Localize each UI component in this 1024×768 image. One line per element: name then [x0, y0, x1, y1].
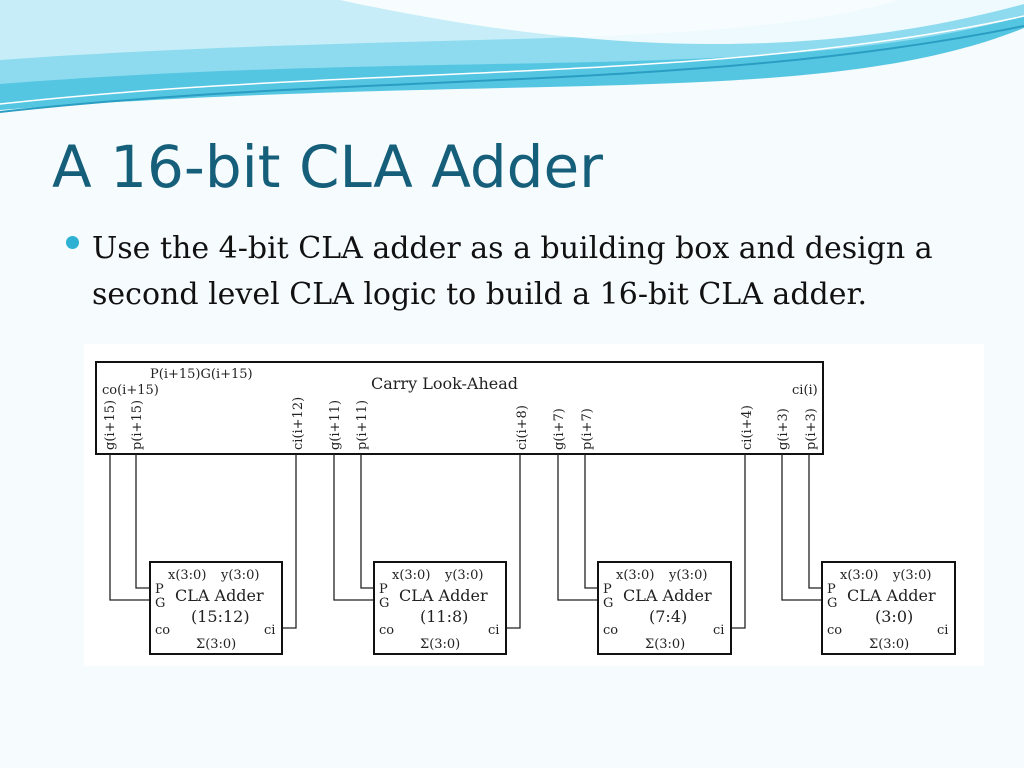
- group-pg-label: P(i+15)G(i+15): [150, 367, 253, 382]
- wire-p: [808, 454, 822, 589]
- wire-g: [557, 454, 598, 601]
- wire-p: [584, 454, 598, 589]
- adder-ci-label: ci: [488, 623, 499, 638]
- adder-bit-range: (11:8): [420, 607, 468, 626]
- adder-g-label: G: [827, 596, 837, 611]
- adder-y-input-label: y(3:0): [892, 568, 931, 583]
- signal-label-ci: ci(i+12): [291, 397, 306, 450]
- cla-adder-15-12: x(3:0) y(3:0) P G CLA Adder (15:12) co c…: [149, 561, 283, 655]
- signal-label-p: p(i+7): [580, 408, 595, 450]
- adder-p-label: P: [603, 582, 612, 597]
- adder-title: CLA Adder: [623, 586, 712, 605]
- carry-out-label: co(i+15): [102, 383, 159, 398]
- cla-block-diagram: Carry Look-Ahead P(i+15)G(i+15) co(i+15)…: [95, 361, 956, 655]
- adder-p-label: P: [155, 582, 164, 597]
- adder-ci-label: ci: [264, 623, 275, 638]
- wire-g: [333, 454, 374, 601]
- wire-ci: [731, 454, 746, 629]
- carry-lookahead-block: [95, 361, 824, 455]
- adder-x-input-label: x(3:0): [616, 568, 654, 583]
- decorative-wave-header: [0, 0, 1024, 113]
- adder-p-label: P: [379, 582, 388, 597]
- signal-label-g: g(i+11): [328, 400, 343, 450]
- adder-g-label: G: [603, 596, 613, 611]
- adder-y-input-label: y(3:0): [668, 568, 707, 583]
- adder-y-input-label: y(3:0): [444, 568, 483, 583]
- adder-co-label: co: [155, 623, 170, 638]
- adder-co-label: co: [827, 623, 842, 638]
- adder-sum-label: Σ(3:0): [645, 637, 685, 652]
- adder-g-label: G: [155, 596, 165, 611]
- wire-p: [135, 454, 150, 589]
- adder-x-input-label: x(3:0): [392, 568, 430, 583]
- cla-adder-3-0: x(3:0) y(3:0) P G CLA Adder (3:0) co ci …: [821, 561, 956, 655]
- adder-sum-label: Σ(3:0): [196, 637, 236, 652]
- adder-g-label: G: [379, 596, 389, 611]
- adder-y-input-label: y(3:0): [220, 568, 259, 583]
- adder-x-input-label: x(3:0): [168, 568, 206, 583]
- cla-adder-11-8: x(3:0) y(3:0) P G CLA Adder (11:8) co ci…: [373, 561, 507, 655]
- wire-p: [360, 454, 374, 589]
- adder-sum-label: Σ(3:0): [420, 637, 460, 652]
- adder-bit-range: (15:12): [191, 607, 250, 626]
- signal-label-g: g(i+15): [103, 400, 118, 450]
- carry-in-label: ci(i): [792, 383, 818, 398]
- bullet-text: Use the 4-bit CLA adder as a building bo…: [92, 231, 933, 312]
- adder-title: CLA Adder: [847, 586, 936, 605]
- adder-sum-label: Σ(3:0): [869, 637, 909, 652]
- wire-g: [109, 454, 150, 601]
- adder-co-label: co: [379, 623, 394, 638]
- signal-label-ci: ci(i+8): [515, 405, 530, 450]
- signal-label-p: p(i+11): [355, 400, 370, 450]
- cla-adder-7-4: x(3:0) y(3:0) P G CLA Adder (7:4) co ci …: [597, 561, 732, 655]
- adder-title: CLA Adder: [175, 586, 264, 605]
- adder-bit-range: (7:4): [649, 607, 687, 626]
- slide-title: A 16-bit CLA Adder: [52, 133, 604, 201]
- adder-ci-label: ci: [713, 623, 724, 638]
- signal-label-p: p(i+3): [804, 408, 819, 450]
- adder-title: CLA Adder: [399, 586, 488, 605]
- wire-ci: [506, 454, 521, 629]
- carry-lookahead-title: Carry Look-Ahead: [371, 374, 518, 393]
- signal-label-g: g(i+3): [776, 408, 791, 450]
- adder-ci-label: ci: [937, 623, 948, 638]
- adder-bit-range: (3:0): [875, 607, 913, 626]
- signal-label-p: p(i+15): [130, 400, 145, 450]
- wire-ci: [282, 454, 297, 629]
- adder-co-label: co: [603, 623, 618, 638]
- adder-x-input-label: x(3:0): [840, 568, 878, 583]
- bullet-dot-icon: [66, 236, 79, 249]
- adder-p-label: P: [827, 582, 836, 597]
- signal-label-ci: ci(i+4): [740, 405, 755, 450]
- signal-label-g: g(i+7): [552, 408, 567, 450]
- wire-g: [781, 454, 822, 601]
